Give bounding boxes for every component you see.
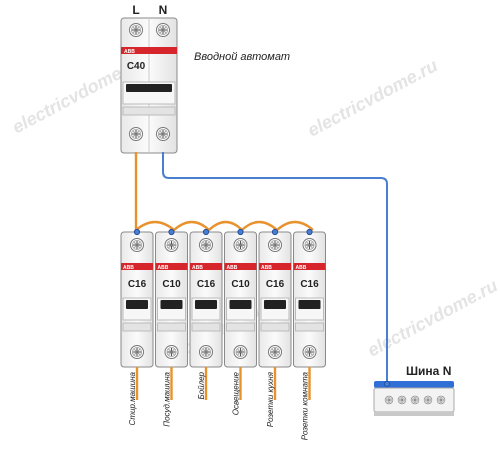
breaker-toggle [264,300,286,309]
circuit-label: Розетки кухня [266,371,275,427]
breaker-brand: ABB [158,265,169,271]
breaker-brand: ABB [123,265,134,271]
watermark-text: electricvdome.ru [364,275,500,360]
breaker-brand: ABB [227,265,238,271]
breaker-rating: C10 [231,279,250,290]
breaker-toggle [160,300,183,309]
breaker-toggle [229,300,252,309]
wire-terminal-dot [306,228,313,236]
wire-terminal-dot [168,228,175,236]
circuit-label: Стир.машина [128,371,137,425]
phase-jumper-wire [135,220,314,232]
screw-icon [130,238,144,252]
breaker-toggle [298,300,321,309]
main-breaker-brand: ABB [124,49,135,55]
breaker-rating: C16 [300,279,319,290]
wire-terminal-dot [271,228,279,236]
neutral-wire [162,152,388,382]
screw-icon [156,127,170,141]
screw-icon [156,23,170,37]
screw-icon [129,23,143,37]
neutral-bus-label: Шина N [406,364,451,378]
breaker-brand: ABB [296,265,307,271]
screw-icon [268,345,282,359]
breaker-brand: ABB [261,265,272,271]
breaker-toggle [195,300,217,309]
circuit-label: Посуд.машина [163,371,172,426]
screw-icon [199,238,213,252]
screw-icon [129,127,143,141]
circuit-label: Бойлер [197,371,206,399]
line-terminal-label: L [132,3,139,17]
wire-terminal-dot [237,228,244,236]
screw-icon [233,238,248,252]
breaker-rating: C16 [197,279,216,290]
screw-icon [164,345,179,359]
neutral-bus [373,381,455,416]
screw-icon [130,345,144,359]
circuit-label: Розетки комната [301,371,310,440]
main-breaker: ABB C40 [120,17,178,154]
screw-icon [268,238,282,252]
screw-icon [302,345,317,359]
screw-icon [302,238,317,252]
breaker-brand: ABB [192,265,203,271]
watermark-text: electricvdome.ru [304,55,441,140]
screw-icon [199,345,213,359]
screw-icon [164,238,179,252]
main-breaker-label: Вводной автомат [194,51,290,63]
neutral-terminal-label: N [159,3,168,17]
screw-icon [233,345,248,359]
breaker-rating: C16 [266,279,285,290]
circuit-label: Освещение [232,371,241,415]
wire-terminal-dot [202,228,210,236]
wire-terminal-dot [133,228,141,236]
breaker-rating: C10 [162,279,181,290]
main-breaker-rating: C40 [127,61,146,72]
breaker-rating: C16 [128,279,147,290]
main-breaker-toggle [126,84,172,92]
breaker-toggle [126,300,148,309]
